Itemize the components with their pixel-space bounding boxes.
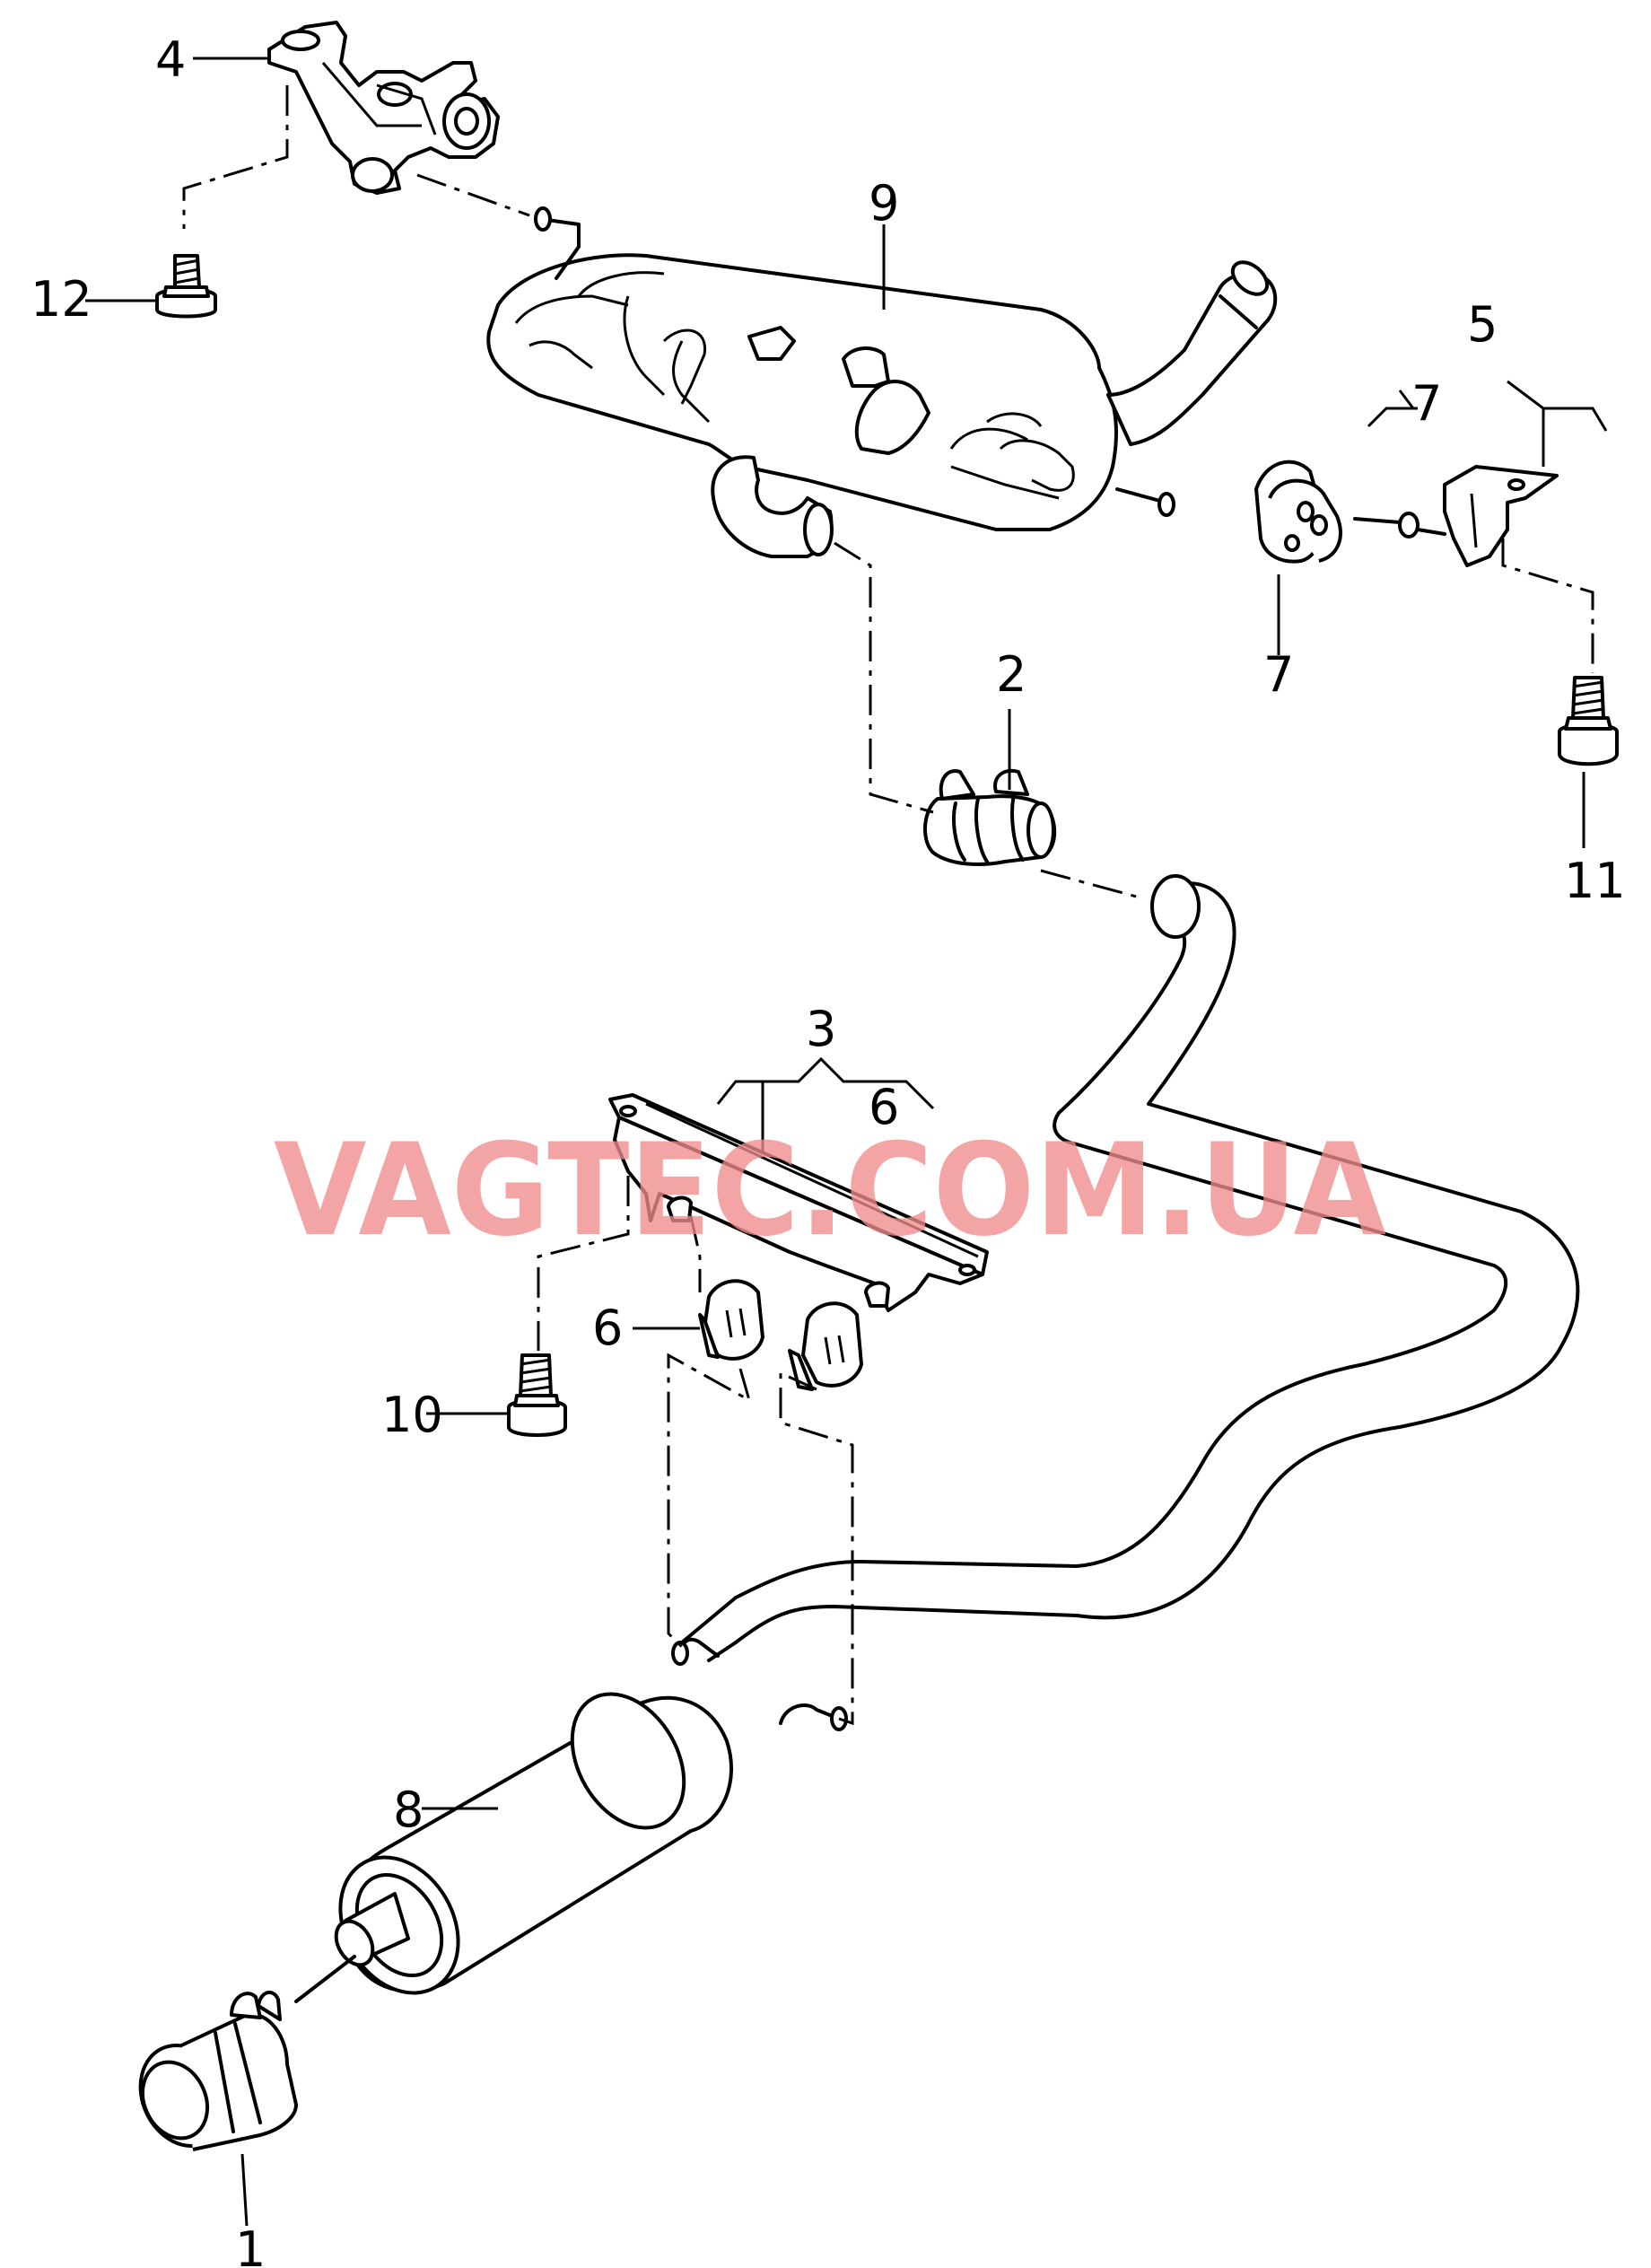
bracket-3 [608, 1093, 989, 1312]
front-silencer [294, 1637, 848, 2003]
callout-6-group: 6 [869, 1079, 899, 1135]
callout-5: 5 [1467, 296, 1498, 353]
clamp-2 [922, 768, 1057, 866]
rubber-mount-6-right [788, 1301, 863, 1391]
bolt-12 [155, 254, 217, 319]
callout-8: 8 [393, 1782, 424, 1838]
callout-4: 4 [155, 31, 186, 88]
callout-9: 9 [869, 175, 899, 232]
callout-2: 2 [996, 646, 1026, 703]
rubber-mount-6-left [698, 1279, 764, 1361]
callout-12: 12 [31, 271, 92, 328]
bracket-4 [267, 21, 500, 195]
callout-6: 6 [592, 1300, 623, 1356]
clamp-1 [138, 1991, 298, 2151]
watermark: VAGTEC.COM.UA [274, 1116, 1386, 1265]
exhaust-pipe [680, 874, 1580, 1662]
callout-1: 1 [235, 2221, 266, 2268]
leader-lines [85, 57, 1608, 2227]
callout-7-group: 7 [1411, 375, 1442, 432]
callout-10: 10 [381, 1387, 443, 1443]
bracket-5 [1353, 465, 1559, 567]
callout-3: 3 [806, 1001, 836, 1057]
callout-11: 11 [1564, 853, 1626, 909]
callout-7: 7 [1263, 646, 1294, 703]
callout-labels: 4 12 9 5 7 7 2 11 3 6 6 10 8 1 [31, 31, 1626, 2268]
rear-silencer [486, 206, 1278, 558]
bolt-10 [507, 1353, 567, 1437]
assembly-lines [182, 85, 1594, 1726]
rubber-mount-7 [1254, 460, 1342, 564]
bolt-11 [1558, 676, 1619, 766]
